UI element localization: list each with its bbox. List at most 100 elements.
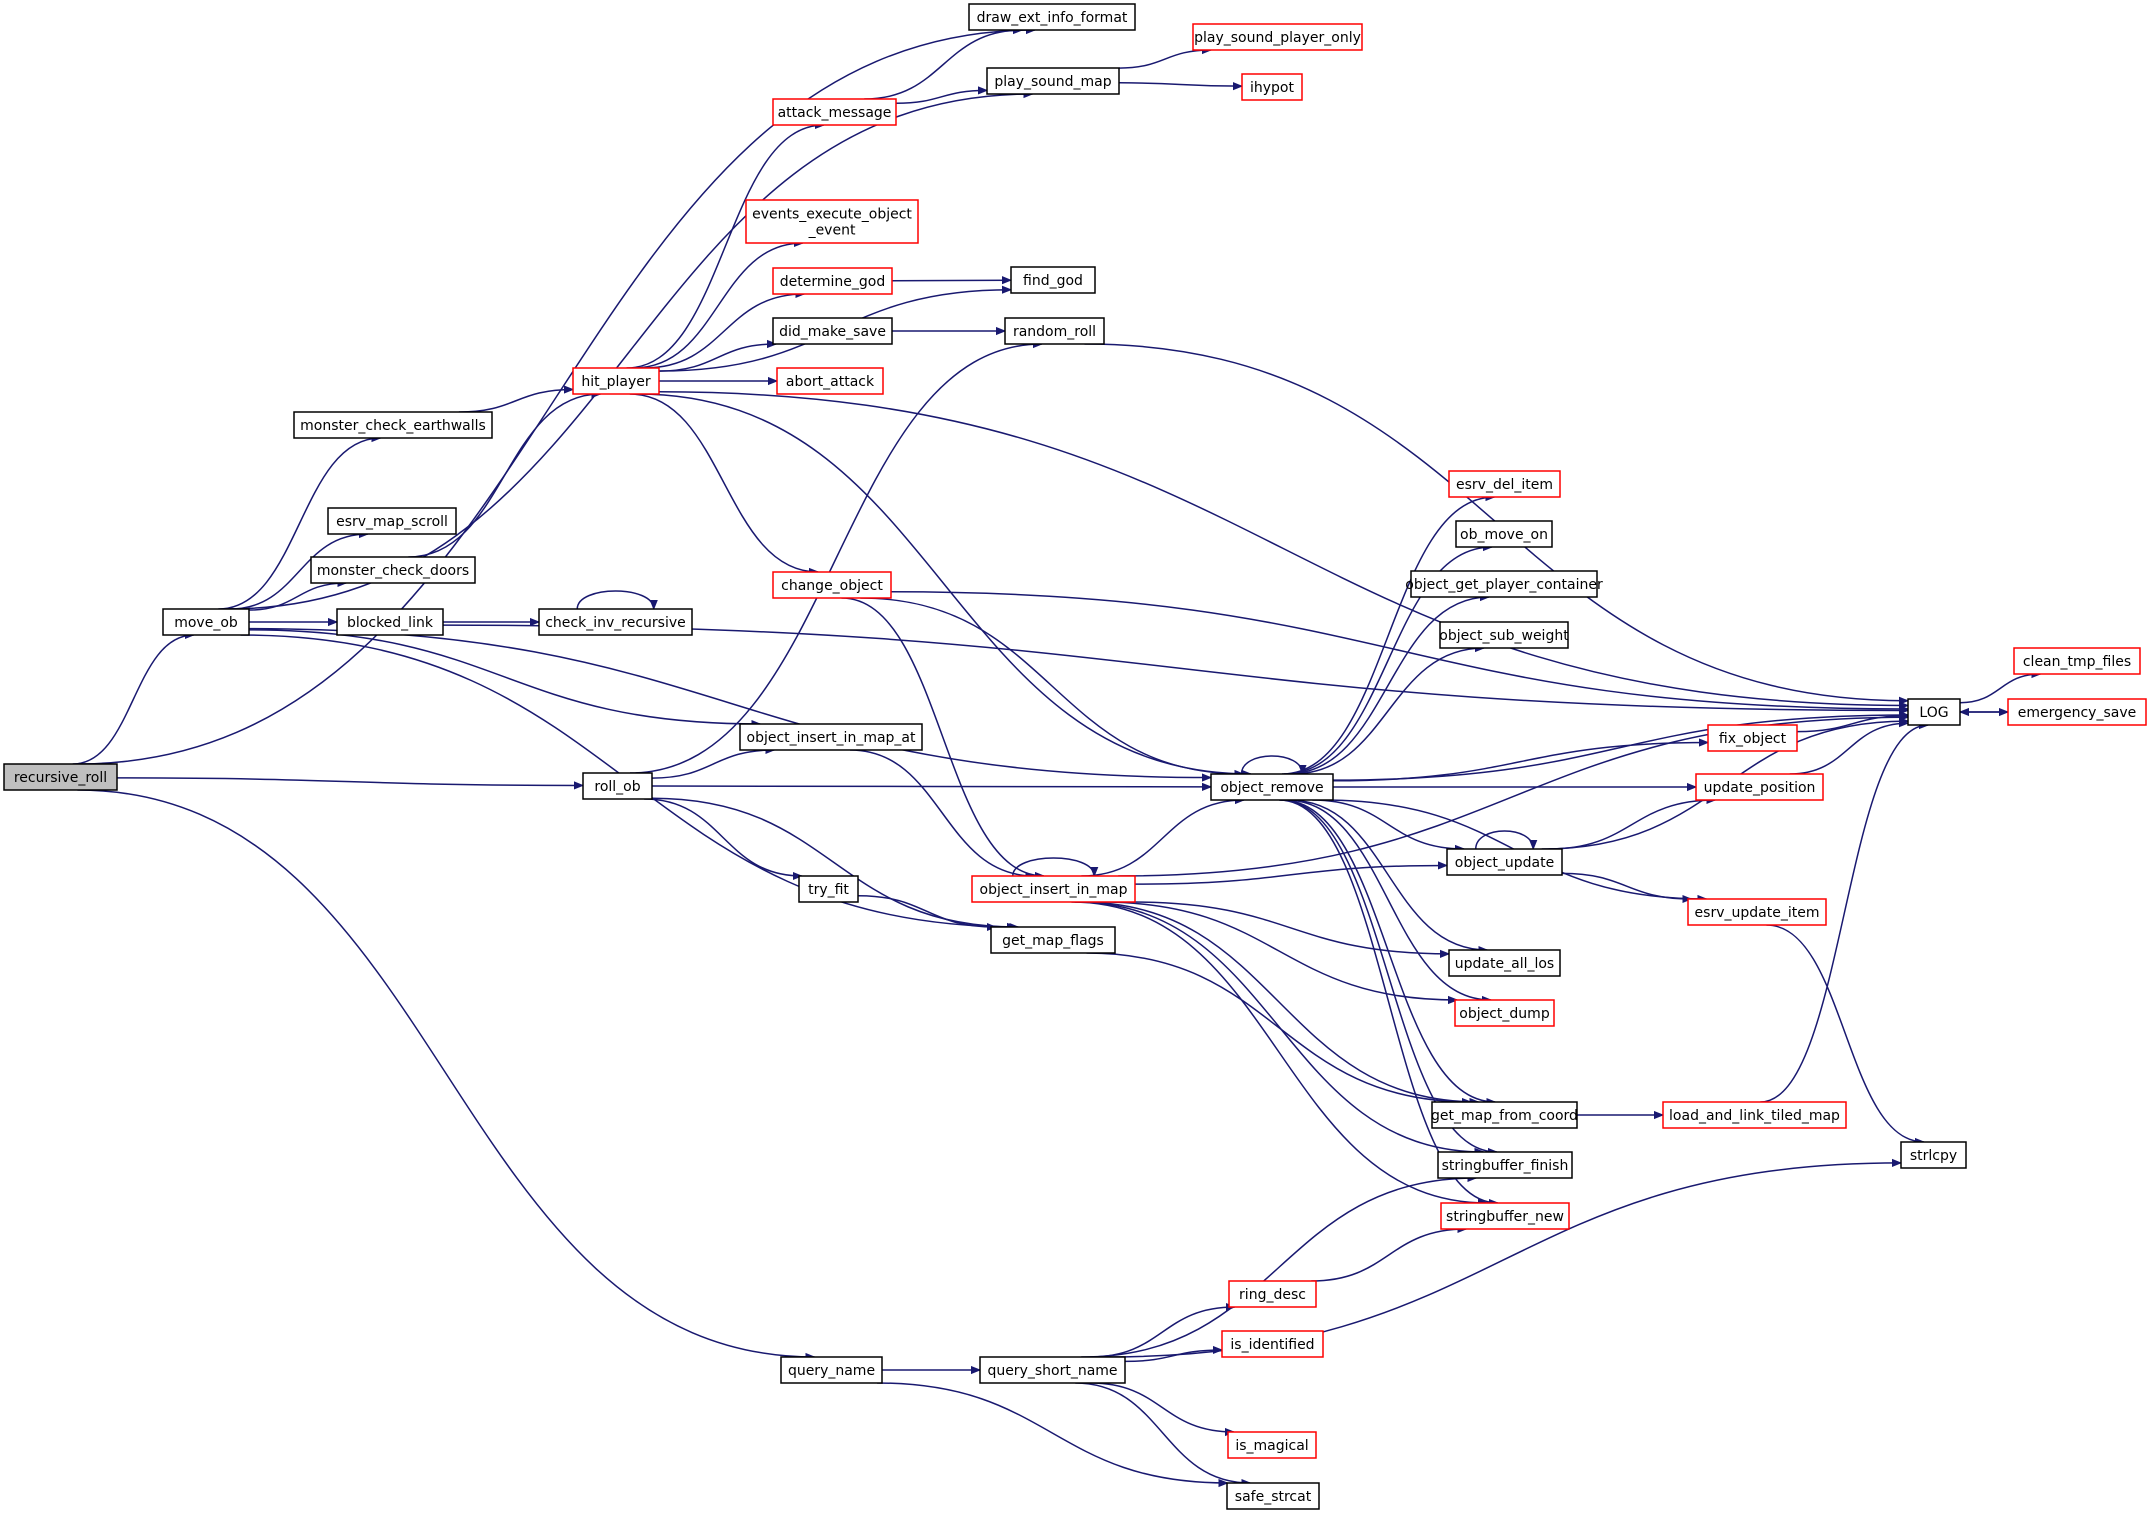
node-label-line: move_ob — [174, 615, 238, 631]
node-label-line: draw_ext_info_format — [977, 10, 1128, 26]
node-stringbuffer-finish[interactable]: stringbuffer_finish — [1437, 1151, 1573, 1179]
node-label-line: query_name — [788, 1363, 875, 1379]
node-object-update[interactable]: object_update — [1446, 848, 1563, 876]
node-random-roll[interactable]: random_roll — [1004, 317, 1105, 345]
node-label: move_ob — [174, 615, 238, 631]
node-esrv-del-item[interactable]: esrv_del_item — [1448, 470, 1561, 498]
node-fix-object[interactable]: fix_object — [1707, 724, 1798, 752]
node-label-line: did_make_save — [779, 324, 886, 340]
node-clean-tmp-files[interactable]: clean_tmp_files — [2013, 647, 2141, 675]
node-stringbuffer-new[interactable]: stringbuffer_new — [1440, 1202, 1570, 1230]
node-label: safe_strcat — [1235, 1489, 1312, 1505]
node-label-line: stringbuffer_new — [1446, 1209, 1564, 1225]
node-label: did_make_save — [779, 324, 886, 340]
node-load-and-link-tiled-map[interactable]: load_and_link_tiled_map — [1662, 1101, 1847, 1129]
node-strlcpy[interactable]: strlcpy — [1900, 1141, 1967, 1169]
node-roll-ob[interactable]: roll_ob — [582, 772, 653, 800]
edge-attack_message-to-draw_ext_info_format — [864, 30, 1022, 100]
node-monster-check-earthwalls[interactable]: monster_check_earthwalls — [293, 411, 493, 439]
node-label: stringbuffer_new — [1446, 1209, 1564, 1225]
edge-object_remove-to-ob_move_on — [1283, 547, 1492, 775]
node-ihypot[interactable]: ihypot — [1241, 73, 1303, 101]
edge-object_insert_in_map-to-object_remove — [1081, 800, 1244, 877]
node-is-magical[interactable]: is_magical — [1227, 1431, 1317, 1459]
node-query-short-name[interactable]: query_short_name — [979, 1356, 1126, 1384]
edge-blocked_link-to-LOG — [442, 624, 1908, 710]
edge-recursive_roll-to-move_ob — [72, 635, 194, 765]
node-ob-move-on[interactable]: ob_move_on — [1455, 520, 1553, 548]
node-play-sound-map[interactable]: play_sound_map — [986, 67, 1120, 95]
node-LOG[interactable]: LOG — [1907, 698, 1961, 726]
node-label: object_update — [1455, 855, 1554, 871]
edge-query_short_name-to-is_magical — [1090, 1382, 1234, 1432]
node-get-map-from-coord[interactable]: get_map_from_coord — [1431, 1101, 1578, 1129]
edge-move_ob-to-object_remove — [248, 627, 1211, 778]
edge-recursive_roll-to-query_name — [77, 789, 814, 1357]
node-label-line: strlcpy — [1910, 1148, 1957, 1164]
node-label: LOG — [1919, 705, 1948, 721]
node-get-map-flags[interactable]: get_map_flags — [990, 926, 1116, 954]
edge-roll_ob-to-try_fit — [644, 798, 802, 876]
node-label-line: emergency_save — [2018, 705, 2137, 721]
edge-attack_message-to-play_sound_map — [895, 90, 987, 105]
node-label-line: load_and_link_tiled_map — [1669, 1108, 1840, 1124]
node-esrv-map-scroll[interactable]: esrv_map_scroll — [327, 507, 457, 535]
node-label: clean_tmp_files — [2023, 654, 2131, 670]
node-object-sub-weight[interactable]: object_sub_weight — [1439, 621, 1569, 649]
node-update-position[interactable]: update_position — [1695, 773, 1824, 801]
node-abort-attack[interactable]: abort_attack — [776, 367, 884, 395]
node-events-execute-object-event[interactable]: events_execute_object_event — [745, 199, 919, 244]
node-esrv-update-item[interactable]: esrv_update_item — [1687, 898, 1827, 926]
node-is-identified[interactable]: is_identified — [1221, 1330, 1324, 1358]
edge-roll_ob-to-object_remove — [651, 786, 1211, 787]
node-object-dump[interactable]: object_dump — [1454, 999, 1555, 1027]
node-label-line: attack_message — [778, 105, 892, 121]
node-label: get_map_flags — [1002, 933, 1104, 949]
node-label: esrv_update_item — [1695, 905, 1820, 921]
node-ring-desc[interactable]: ring_desc — [1228, 1280, 1317, 1308]
edge-object_remove-to-esrv_del_item — [1281, 497, 1495, 775]
node-draw-ext-info-format[interactable]: draw_ext_info_format — [968, 3, 1136, 31]
node-object-remove[interactable]: object_remove — [1210, 773, 1334, 801]
edge-query_short_name-to-ring_desc — [1090, 1307, 1235, 1358]
node-find-god[interactable]: find_god — [1010, 266, 1096, 294]
node-change-object[interactable]: change_object — [772, 571, 892, 599]
edge-query_short_name-to-stringbuffer_finish — [1081, 1178, 1476, 1358]
edge-update_position-to-LOG — [1789, 723, 1908, 775]
node-determine-god[interactable]: determine_god — [772, 267, 893, 295]
edge-esrv_update_item-to-strlcpy — [1766, 924, 1924, 1142]
node-label-line: esrv_del_item — [1456, 477, 1553, 493]
node-hit-player[interactable]: hit_player — [572, 367, 660, 395]
node-object-get-player-container[interactable]: object_get_player_container — [1405, 570, 1603, 598]
edge-object_insert_in_map-to-object_update — [1134, 865, 1447, 885]
node-move-ob[interactable]: move_ob — [162, 608, 250, 636]
node-check-inv-recursive[interactable]: check_inv_recursive — [538, 608, 693, 636]
node-label-line: is_magical — [1235, 1438, 1308, 1454]
edge-determine_god-to-find_god — [891, 280, 1011, 281]
node-recursive-roll[interactable]: recursive_roll — [3, 763, 118, 791]
node-did-make-save[interactable]: did_make_save — [772, 317, 893, 345]
node-update-all-los[interactable]: update_all_los — [1448, 949, 1561, 977]
node-label: emergency_save — [2018, 705, 2137, 721]
node-label-line: ring_desc — [1239, 1287, 1306, 1303]
edge-check_inv_recursive-to-check_inv_recursive — [576, 590, 654, 610]
node-blocked-link[interactable]: blocked_link — [336, 608, 444, 636]
edge-query_short_name-to-strlcpy — [1105, 1163, 1901, 1358]
node-monster-check-doors[interactable]: monster_check_doors — [310, 556, 476, 584]
node-safe-strcat[interactable]: safe_strcat — [1226, 1482, 1320, 1510]
node-try-fit[interactable]: try_fit — [798, 875, 859, 903]
node-query-name[interactable]: query_name — [780, 1356, 883, 1384]
node-label: object_get_player_container — [1405, 577, 1603, 593]
node-attack-message[interactable]: attack_message — [772, 98, 897, 126]
node-label-line: _event — [808, 223, 856, 239]
node-object-insert-in-map[interactable]: object_insert_in_map — [971, 875, 1136, 903]
node-object-insert-in-map-at[interactable]: object_insert_in_map_at — [739, 723, 923, 751]
node-play-sound-player-only[interactable]: play_sound_player_only — [1192, 23, 1363, 51]
node-label-line: check_inv_recursive — [545, 615, 686, 631]
node-label-line: events_execute_object — [752, 207, 912, 223]
edge-object_remove-to-get_map_from_coord — [1281, 799, 1495, 1102]
node-emergency-save[interactable]: emergency_save — [2007, 698, 2147, 726]
node-label: abort_attack — [786, 374, 875, 390]
node-label: events_execute_object_event — [752, 207, 912, 239]
